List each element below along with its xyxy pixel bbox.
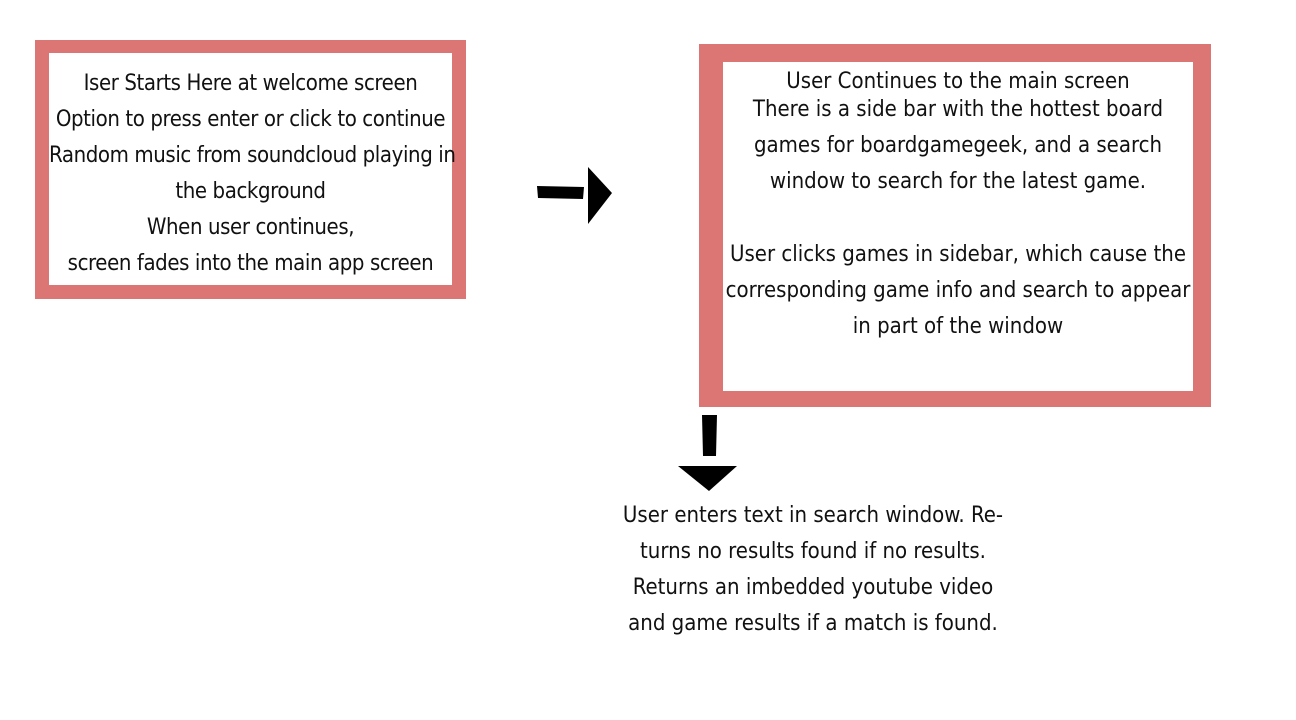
main-screen-step-paragraph-sidebar: There is a side bar with the hottest boa… [723, 92, 1193, 200]
search-step-text: User enters text in search window. Re- t… [600, 498, 1026, 642]
search-step-line: turns no results found if no results. [640, 539, 986, 564]
main-screen-step-line: in part of the window [852, 314, 1064, 339]
down-arrow-head [678, 466, 737, 491]
welcome-step-text: Iser Starts Here at welcome screen Optio… [49, 66, 456, 282]
search-step-line: Returns an imbedded youtube video [632, 575, 994, 600]
welcome-step-line: Option to press enter or click to contin… [55, 107, 446, 132]
welcome-step-line: Random music from soundcloud playing in [49, 143, 456, 168]
right-arrow-icon [537, 167, 612, 224]
down-arrow-shaft [702, 415, 717, 456]
welcome-step-line: When user continues, [146, 215, 355, 240]
welcome-step-box: Iser Starts Here at welcome screen Optio… [35, 40, 466, 299]
main-screen-step-line: There is a side bar with the hottest boa… [752, 97, 1164, 122]
main-screen-step-paragraph-clicks: User clicks games in sidebar, which caus… [723, 237, 1193, 345]
welcome-step-line: Iser Starts Here at welcome screen [83, 71, 418, 96]
main-screen-step-line: corresponding game info and search to ap… [725, 278, 1191, 303]
main-screen-step-line: window to search for the latest game. [769, 169, 1147, 194]
welcome-step-line: screen fades into the main app screen [67, 251, 434, 276]
main-screen-step-heading: User Continues to the main screen [786, 69, 1130, 94]
right-arrow-head [588, 167, 612, 224]
welcome-step-line: the background [175, 179, 326, 204]
right-arrow-shaft [537, 186, 584, 199]
main-screen-step-line: games for boardgamegeek, and a search [753, 133, 1163, 158]
search-step-line: User enters text in search window. Re- [622, 503, 1004, 528]
main-screen-step-line: User clicks games in sidebar, which caus… [729, 242, 1187, 267]
search-step-line: and game results if a match is found. [628, 611, 998, 636]
main-screen-step-box: User Continues to the main screen There … [699, 44, 1211, 407]
down-arrow-icon [678, 415, 737, 491]
